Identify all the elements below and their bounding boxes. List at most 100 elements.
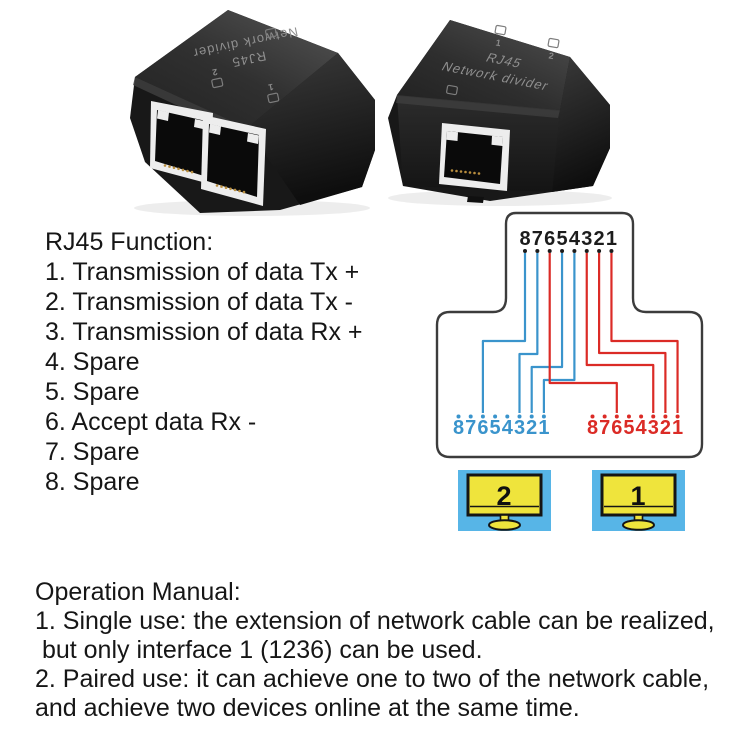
bottom-left-pin-number: 8 — [453, 417, 464, 439]
bottom-right-pin-number: 3 — [648, 417, 659, 439]
gold-contacts — [215, 184, 246, 194]
top-pin-dot — [535, 249, 540, 253]
wire-blue-8-to-6 — [481, 253, 527, 413]
bottom-left-pin-number: 4 — [502, 417, 514, 439]
monitor-2-number: 2 — [496, 481, 511, 511]
bottom-right-pin-dot — [675, 414, 680, 419]
device-right-foot — [467, 196, 484, 203]
device-right-line1: RJ45 — [483, 50, 525, 70]
device-right-side-face — [552, 57, 610, 192]
bottom-left-pin-dot — [529, 414, 534, 419]
port-2-label: 2 — [211, 67, 218, 78]
function-list-items: 1. Transmission of data Tx +2. Transmiss… — [45, 257, 363, 497]
bottom-left-pin-number: 3 — [514, 417, 525, 439]
operation-manual-title: Operation Manual: — [35, 578, 241, 606]
bottom-left-pin-dot — [541, 414, 546, 419]
top-pin-dot — [523, 249, 527, 253]
monitor-icon-1: 1 — [592, 470, 685, 531]
uplink-port-icon — [446, 84, 458, 96]
port-1-icon: 1 — [494, 24, 507, 48]
top-pin-dot — [547, 249, 552, 253]
monitor-1-screen — [600, 473, 677, 517]
bottom-right-pin-dot — [602, 414, 607, 419]
device-left-photo: RJ45 Network divider 2 1 — [130, 10, 375, 216]
bottom-right-pin-number: 4 — [636, 417, 648, 439]
operation-manual-line: 2. Paired use: it can achieve one to two… — [35, 665, 710, 693]
port-1-label: 1 — [267, 82, 274, 93]
device-left-top-face — [135, 10, 338, 128]
top-pin-dot — [609, 249, 614, 253]
top-pin-number: 8 — [519, 228, 530, 250]
device-right-photo: RJ45 Network divider 1 2 — [388, 20, 612, 206]
bottom-right-pin-number: 7 — [599, 417, 610, 439]
operation-manual-lines: 1. Single use: the extension of network … — [35, 607, 715, 723]
function-list-item: 8. Spare — [45, 468, 140, 496]
port-2-icon: 2 — [211, 67, 224, 89]
top-pin-number: 2 — [594, 228, 605, 250]
operation-manual-line: 1. Single use: the extension of network … — [35, 607, 715, 635]
device-right-top-face — [397, 20, 570, 110]
operation-manual-line: and achieve two devices online at the sa… — [35, 694, 580, 722]
wire-blue-5-to-2 — [530, 253, 564, 413]
bottom-right-pin-dot — [639, 414, 644, 419]
monitor-1-number: 1 — [630, 481, 645, 511]
bottom-left-pin-number: 2 — [526, 417, 537, 439]
rj45-function-list: RJ45 Function: 1. Transmission of data T… — [45, 227, 363, 497]
top-pin-number: 4 — [569, 228, 581, 250]
top-pin-number: 7 — [532, 228, 543, 250]
bottom-right-pin-number: 8 — [587, 417, 598, 439]
function-list-item: 1. Transmission of data Tx + — [45, 258, 360, 286]
bottom-left-pin-dot — [456, 414, 461, 419]
bottom-right-pin-dot — [614, 414, 619, 419]
bottom-left-pin-dot — [505, 414, 510, 419]
function-list-item: 4. Spare — [45, 348, 140, 376]
bottom-left-pin-number: 5 — [490, 417, 501, 439]
bottom-right-pin-number: 5 — [623, 417, 634, 439]
bottom-left-pin-dot — [517, 414, 522, 419]
bottom-right-pin-dot — [651, 414, 656, 419]
rj45-port-right — [439, 123, 510, 191]
wire-red-2-to-2 — [598, 253, 667, 413]
function-list-item: 7. Spare — [45, 438, 140, 466]
bottom-left-pin-number: 7 — [465, 417, 476, 439]
function-list-title: RJ45 Function: — [45, 228, 214, 256]
device-left-side-face — [247, 53, 375, 205]
wire-red-1-to-1 — [610, 253, 679, 413]
top-pin-dot — [597, 249, 602, 253]
function-list-item: 3. Transmission of data Rx + — [45, 318, 363, 346]
top-pin-dot — [572, 249, 577, 253]
wire-red-3-to-3 — [585, 253, 655, 413]
splitter-outline — [435, 211, 704, 459]
wire-red-6-to-6 — [548, 253, 618, 413]
bottom-left-pin-dot — [480, 414, 485, 419]
bottom-right-pin-number: 2 — [660, 417, 671, 439]
operation-manual-line: but only interface 1 (1236) can be used. — [35, 636, 483, 664]
port-1-icon: 1 — [267, 82, 280, 104]
bottom-right-pin-dot — [590, 414, 595, 419]
wire-blue-4-to-1 — [542, 253, 576, 413]
function-list-item: 2. Transmission of data Tx - — [45, 288, 353, 316]
bottom-right-pin-number: 1 — [672, 417, 683, 439]
port-2-icon: 2 — [547, 37, 560, 61]
monitor-icon-2: 2 — [458, 470, 551, 531]
uplink-port-icon — [264, 27, 278, 39]
device-left-line1: RJ45 — [230, 48, 268, 70]
function-list-item: 6. Accept data Rx - — [45, 408, 257, 436]
gold-contacts — [450, 169, 481, 175]
rj45-port-left-1 — [201, 115, 266, 206]
top-pin-dot — [584, 249, 589, 253]
operation-manual: Operation Manual: 1. Single use: the ext… — [35, 578, 715, 723]
function-list-item: 5. Spare — [45, 378, 140, 406]
bottom-right-pin-number: 6 — [611, 417, 622, 439]
monitor-2-base — [488, 519, 521, 531]
bottom-left-pin-number: 1 — [538, 417, 549, 439]
top-pin-number: 1 — [606, 228, 617, 250]
top-pin-number: 6 — [544, 228, 555, 250]
top-pin-number: 5 — [556, 228, 567, 250]
bottom-left-pin-dot — [468, 414, 473, 419]
top-pin-number: 3 — [581, 228, 592, 250]
wire-blue-7-to-3 — [518, 253, 539, 413]
bottom-left-pin-dot — [493, 414, 498, 419]
